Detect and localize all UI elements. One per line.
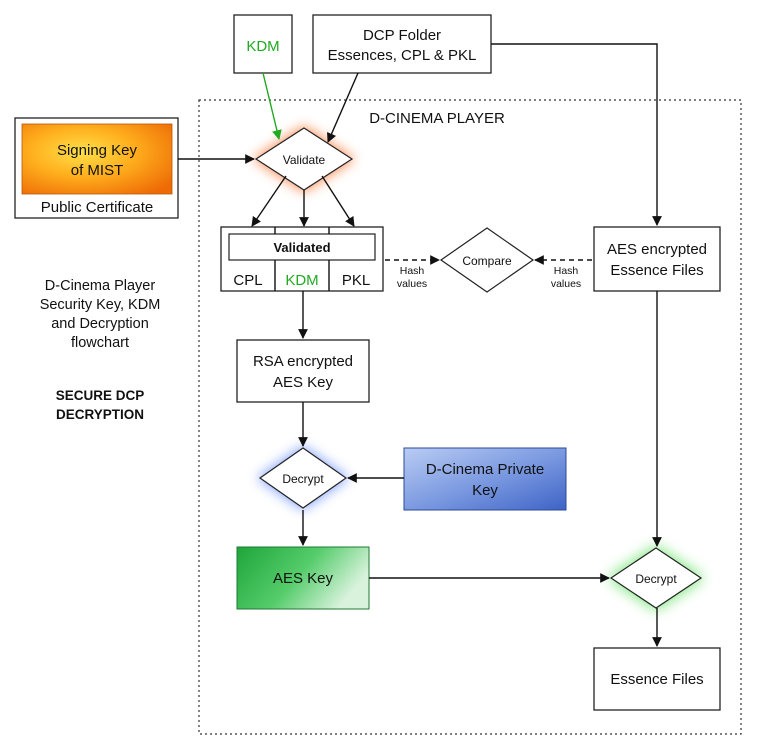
side-text-line4: flowchart [71, 335, 129, 351]
essence-files-box: Essence Files [593, 647, 721, 711]
side-text-bold2: DECRYPTION [56, 407, 144, 422]
signing-key-line1: Signing Key [57, 142, 138, 159]
hash-values-right-line2: values [551, 278, 581, 290]
validated-title: Validated [273, 240, 330, 255]
rsa-encrypted-box: RSA encrypted AES Key [236, 339, 370, 403]
decrypt-right-label: Decrypt [635, 572, 677, 586]
decrypt-left-diamond: Decrypt [257, 446, 349, 510]
side-text-line1: D-Cinema Player [45, 278, 156, 294]
arrow-kdm-to-validate [262, 72, 282, 140]
side-text-bold1: SECURE DCP [56, 388, 145, 403]
hash-values-left-line2: values [397, 278, 427, 290]
dcp-folder-line2: Essences, CPL & PKL [328, 47, 477, 64]
arrow-dcp-to-aes-encrypted [491, 43, 662, 226]
rsa-line1: RSA encrypted [253, 353, 353, 370]
compare-label: Compare [462, 254, 512, 268]
aes-key-box: AES Key [236, 546, 370, 610]
essence-files-label: Essence Files [610, 671, 703, 688]
dcp-folder-box: DCP Folder Essences, CPL & PKL [312, 14, 492, 74]
player-boundary [198, 99, 742, 735]
decrypt-right-diamond: Decrypt [608, 546, 704, 610]
side-text-line3: and Decryption [51, 316, 149, 332]
aes-encrypted-line2: Essence Files [610, 262, 703, 279]
aes-encrypted-essence-box: AES encrypted Essence Files [593, 226, 721, 292]
signing-key-line2: of MIST [71, 162, 124, 179]
private-key-line2: Key [472, 482, 498, 499]
compare-diamond: Compare [439, 227, 535, 293]
arrow-dcp-to-validate [327, 72, 359, 143]
arrow-validate-to-pkl [321, 175, 355, 227]
validated-kdm: KDM [285, 272, 318, 289]
aes-key-label: AES Key [273, 570, 334, 587]
validated-cpl: CPL [233, 272, 262, 289]
side-description: D-Cinema Player Security Key, KDM and De… [40, 278, 161, 422]
decrypt-left-label: Decrypt [282, 472, 324, 486]
kdm-box: KDM [233, 14, 293, 74]
player-title: D-CINEMA PLAYER [369, 110, 505, 127]
hash-values-left-line1: Hash [400, 265, 425, 277]
arrow-validate-to-cpl [251, 175, 287, 227]
private-key-line1: D-Cinema Private [426, 461, 544, 478]
signing-key-box: Signing Key of MIST Public Certificate [14, 117, 179, 219]
hash-values-right-line1: Hash [554, 265, 579, 277]
validate-diamond: Validate [253, 126, 355, 192]
validated-pkl: PKL [342, 272, 370, 289]
public-certificate-caption: Public Certificate [41, 199, 154, 216]
kdm-label: KDM [246, 38, 279, 55]
rsa-line2: AES Key [273, 374, 334, 391]
validated-group: Validated CPL KDM PKL [220, 226, 384, 292]
private-key-box: D-Cinema Private Key [403, 447, 567, 511]
side-text-line2: Security Key, KDM [40, 297, 161, 313]
validate-label: Validate [283, 153, 326, 167]
aes-encrypted-line1: AES encrypted [607, 241, 707, 258]
dcp-folder-line1: DCP Folder [363, 27, 441, 44]
